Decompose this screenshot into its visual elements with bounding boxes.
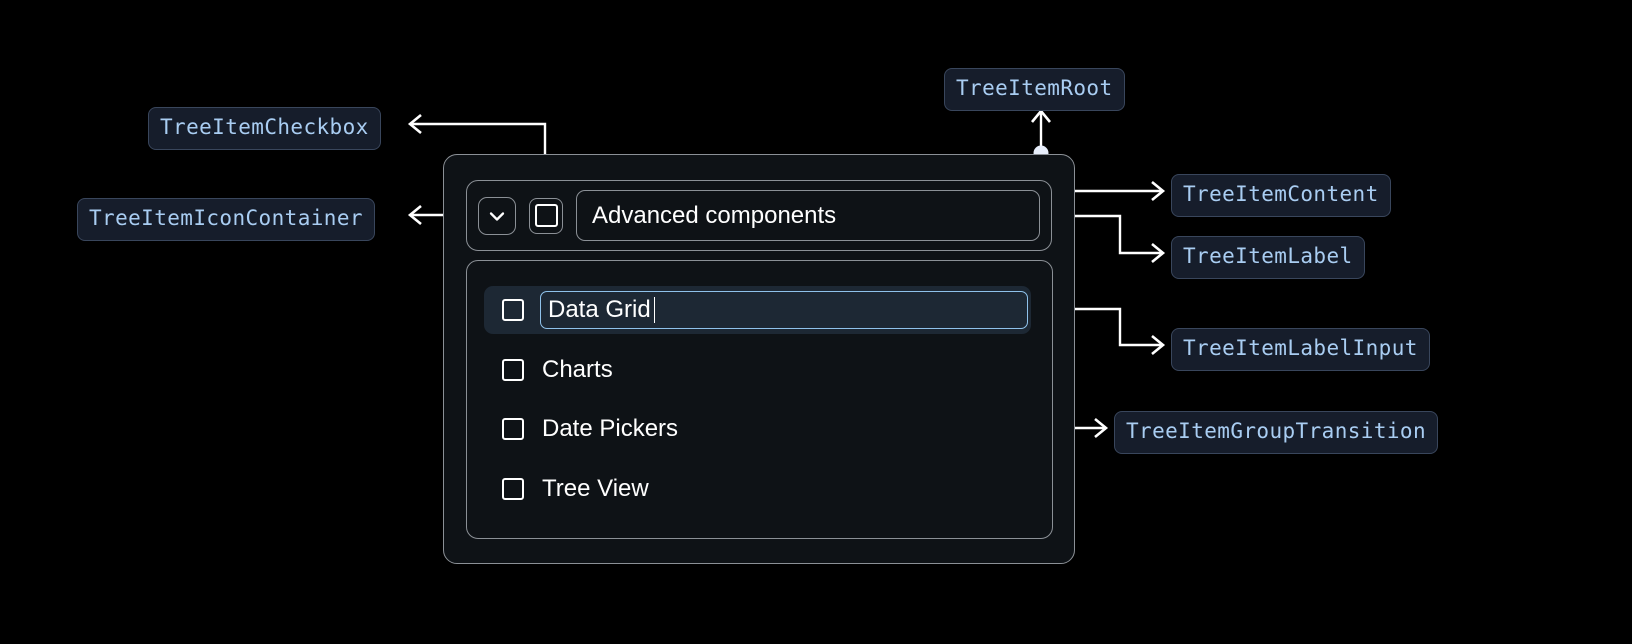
tree-item-checkbox[interactable] bbox=[500, 476, 526, 502]
tree-item-label-input[interactable]: Data Grid bbox=[540, 291, 1028, 329]
annotation-tree-item-label: TreeItemLabel bbox=[1171, 236, 1365, 279]
tree-item-group-transition: Data Grid Charts Date Pickers Tree View bbox=[466, 260, 1053, 539]
annotation-tree-item-icon-container: TreeItemIconContainer bbox=[77, 198, 375, 241]
label-input-value: Data Grid bbox=[548, 296, 651, 323]
checkbox-box-icon bbox=[534, 204, 558, 227]
arrowhead-group-transition bbox=[1094, 417, 1109, 439]
tree-item-icon-container[interactable] bbox=[478, 196, 516, 235]
tree-item-label: Charts bbox=[542, 356, 613, 383]
arrowhead-label-input bbox=[1151, 334, 1166, 356]
tree-row-tree-view[interactable]: Tree View bbox=[484, 465, 1031, 513]
checkbox-box-icon bbox=[502, 359, 524, 381]
annotation-tree-item-label-input: TreeItemLabelInput bbox=[1171, 328, 1430, 371]
tree-item-checkbox[interactable] bbox=[500, 357, 526, 383]
arrowhead-content bbox=[1151, 180, 1166, 202]
arrowhead-root bbox=[1030, 108, 1052, 123]
annotation-tree-item-checkbox: TreeItemCheckbox bbox=[148, 107, 381, 150]
arrowhead-icon-container bbox=[407, 204, 422, 226]
tree-item-checkbox[interactable] bbox=[529, 197, 563, 234]
annotation-tree-item-group-transition: TreeItemGroupTransition bbox=[1114, 411, 1438, 454]
annotation-tree-item-content: TreeItemContent bbox=[1171, 174, 1391, 217]
tree-item-label: Date Pickers bbox=[542, 415, 679, 442]
text-caret bbox=[653, 297, 656, 323]
tree-row-data-grid[interactable]: Data Grid bbox=[484, 286, 1031, 334]
checkbox-box-icon bbox=[502, 418, 524, 440]
arrowhead-label bbox=[1151, 242, 1166, 264]
tree-row-date-pickers[interactable]: Date Pickers bbox=[484, 405, 1031, 453]
checkbox-box-icon bbox=[502, 478, 524, 500]
annotation-tree-item-root: TreeItemRoot bbox=[944, 68, 1125, 111]
tree-item-label: Tree View bbox=[542, 475, 649, 502]
arrowhead-checkbox bbox=[407, 113, 422, 135]
tree-row-charts[interactable]: Charts bbox=[484, 346, 1031, 394]
tree-item-checkbox[interactable] bbox=[500, 297, 526, 323]
checkbox-box-icon bbox=[502, 299, 524, 321]
tree-item-checkbox[interactable] bbox=[500, 416, 526, 442]
chevron-down-icon bbox=[489, 211, 505, 221]
tree-item-label[interactable]: Advanced components bbox=[576, 190, 1040, 241]
tree-item-content[interactable]: Advanced components bbox=[466, 180, 1052, 251]
